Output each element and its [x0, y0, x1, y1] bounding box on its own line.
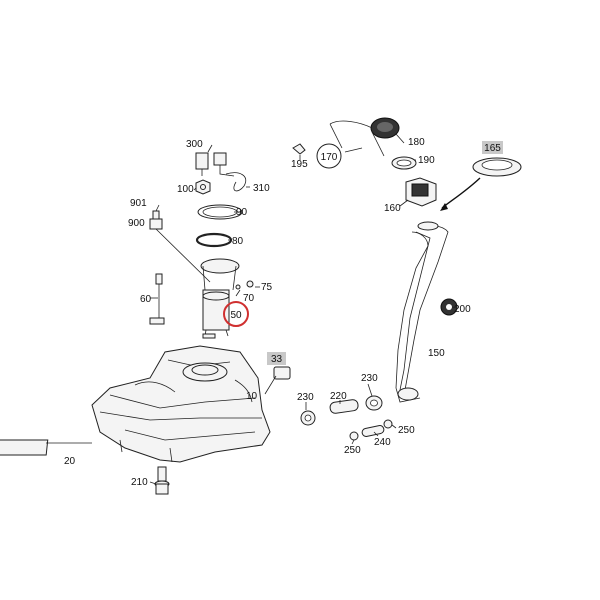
part-70-clip[interactable]	[235, 284, 241, 290]
part-250-clamp-right[interactable]	[383, 419, 393, 429]
label-901: 901	[130, 198, 147, 209]
part-165-flap[interactable]	[472, 157, 522, 177]
part-220-hose[interactable]	[329, 399, 359, 414]
part-150-filler-pipe[interactable]	[395, 221, 449, 403]
label-50-highlight: 50	[223, 301, 249, 327]
part-190-seal[interactable]	[391, 156, 417, 170]
label-80: 80	[232, 236, 244, 247]
arrow-165	[441, 177, 481, 209]
label-20: 20	[64, 456, 76, 467]
svg-text:33: 33	[271, 354, 283, 365]
part-80-ring[interactable]	[195, 232, 233, 248]
fuel-tank[interactable]	[91, 345, 271, 463]
part-60-level-sensor[interactable]	[149, 273, 165, 325]
label-200: 200	[454, 304, 471, 315]
part-300-sensor[interactable]	[195, 152, 235, 177]
label-230-left: 230	[297, 392, 314, 403]
label-220: 220	[330, 391, 347, 402]
part-240-hose[interactable]	[361, 425, 385, 437]
label-250-left: 250	[344, 445, 361, 456]
label-165-box: 165	[482, 141, 503, 154]
label-100: 100	[177, 184, 194, 195]
label-310: 310	[253, 183, 270, 194]
part-250-clamp-left[interactable]	[349, 431, 359, 441]
part-310-cable[interactable]	[225, 172, 247, 192]
label-195: 195	[291, 159, 308, 170]
label-33-box: 33	[267, 352, 286, 365]
part-33-item[interactable]	[273, 366, 291, 380]
part-160-housing[interactable]	[405, 177, 437, 207]
label-900: 900	[128, 218, 145, 229]
label-250-right: 250	[398, 425, 415, 436]
label-190: 190	[418, 155, 435, 166]
part-900-sensor[interactable]	[149, 210, 163, 230]
label-160: 160	[384, 203, 401, 214]
part-180-cap[interactable]	[370, 117, 400, 139]
part-230-clamp-left[interactable]	[300, 410, 316, 426]
svg-text:165: 165	[484, 143, 501, 154]
part-100-nut[interactable]	[195, 179, 211, 195]
cap-tether	[329, 120, 385, 157]
svg-text:50: 50	[230, 310, 242, 321]
label-230-right: 230	[361, 373, 378, 384]
part-75-washer[interactable]	[246, 280, 254, 288]
part-210-bolt[interactable]	[154, 466, 170, 495]
label-300: 300	[186, 139, 203, 150]
svg-text:170: 170	[321, 152, 338, 163]
part-170-callout[interactable]: 170	[316, 143, 342, 169]
label-75: 75	[261, 282, 273, 293]
label-210: 210	[131, 477, 148, 488]
part-195-clip[interactable]	[292, 143, 306, 155]
part-230-clamp-right[interactable]	[365, 395, 383, 411]
label-180: 180	[408, 137, 425, 148]
leader-lines	[150, 133, 458, 445]
label-240: 240	[374, 437, 391, 448]
label-70: 70	[243, 293, 255, 304]
part-200-bracket[interactable]	[440, 298, 458, 316]
label-90: 90	[236, 207, 248, 218]
part-20-pad[interactable]	[0, 439, 92, 456]
label-60: 60	[140, 294, 152, 305]
label-10: 10	[246, 391, 258, 402]
label-150: 150	[428, 348, 445, 359]
